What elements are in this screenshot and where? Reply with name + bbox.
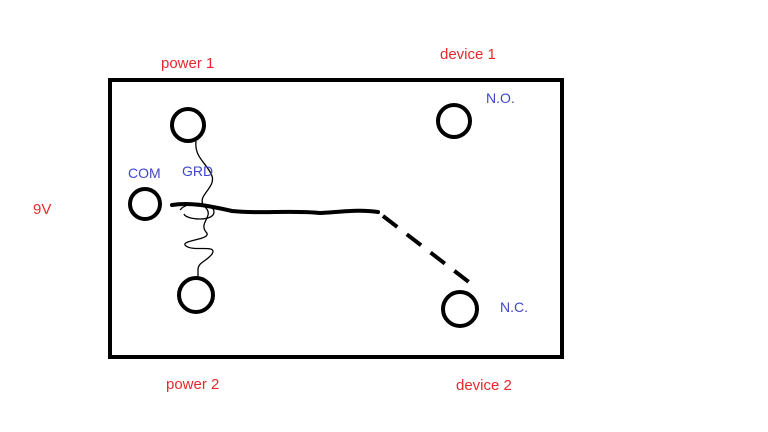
label-power-1: power 1 xyxy=(161,55,215,72)
terminal-normally-closed xyxy=(441,290,479,328)
coil-wire xyxy=(184,140,214,278)
switch-armature xyxy=(170,201,380,216)
label-device-2: device 2 xyxy=(456,377,512,394)
label-device-1: device 1 xyxy=(440,46,496,63)
label-normally-open: N.O. xyxy=(486,90,515,106)
label-normally-closed: N.C. xyxy=(500,299,528,315)
label-com: COM xyxy=(128,165,161,181)
terminal-com xyxy=(128,187,162,221)
terminal-normally-open xyxy=(436,103,472,139)
label-9v: 9V xyxy=(33,201,52,218)
label-grd: GRD xyxy=(182,163,214,179)
relay-body-outline xyxy=(108,78,564,359)
label-power-2: power 2 xyxy=(166,376,220,393)
terminal-power-1 xyxy=(170,107,206,143)
switch-contact-dashed xyxy=(381,214,476,288)
terminal-power-2 xyxy=(177,276,215,314)
